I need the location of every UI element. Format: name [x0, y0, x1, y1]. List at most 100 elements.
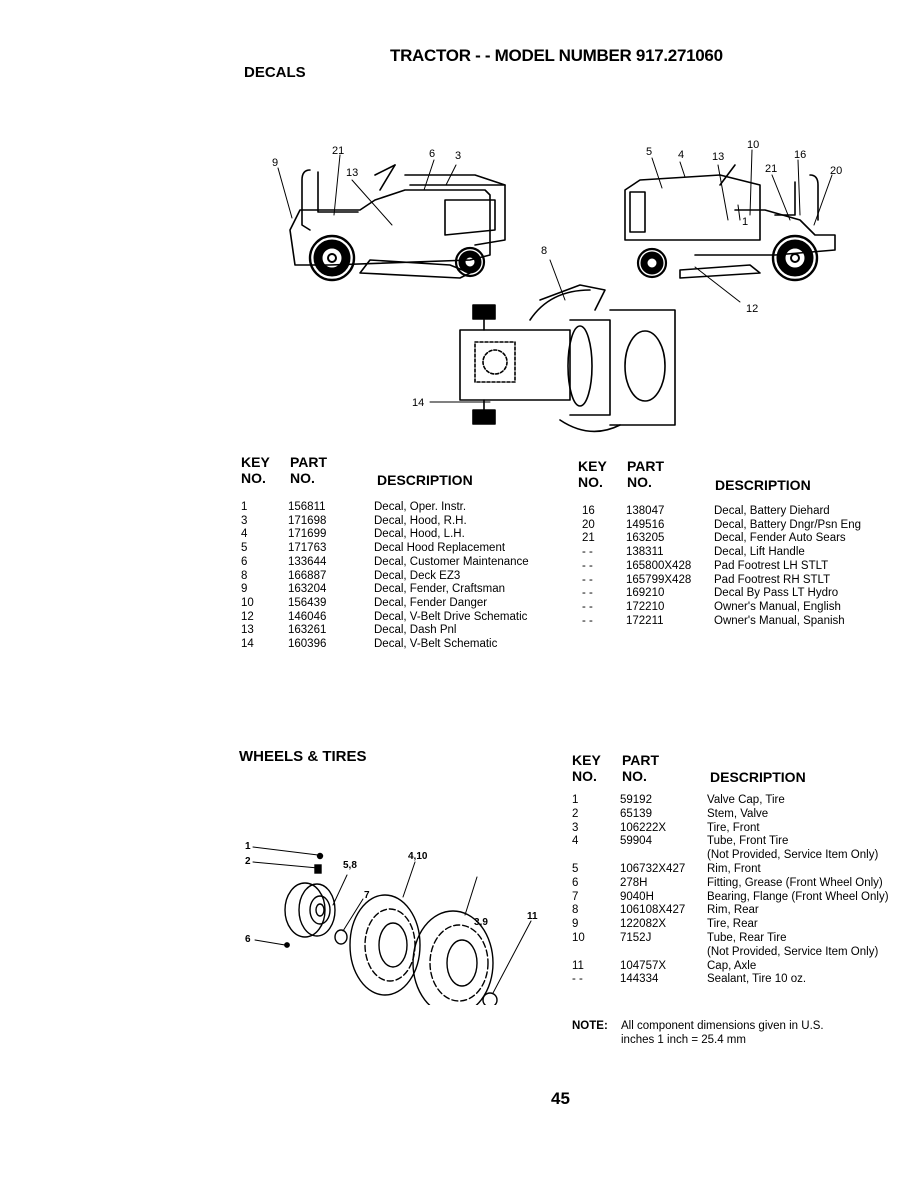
part-cell: 138047 [626, 505, 665, 517]
description-cell: Tire, Front [707, 821, 760, 834]
part-cell: 171699 [288, 528, 327, 541]
wheels-description-header: DESCRIPTION [710, 769, 806, 785]
part-cell: 144334 [620, 973, 659, 986]
description-cell: Decal, Battery Dngr/Psn Eng [714, 518, 862, 531]
part-cell: 106108X427 [620, 904, 686, 917]
description-cell: Pad Footrest RH STLT [714, 573, 831, 586]
description-cell: Decal, Fender Auto Sears [714, 532, 846, 545]
key-cell: - - [572, 973, 583, 986]
part-cell: 133644 [288, 555, 327, 568]
part-cell: 104757X [620, 959, 667, 972]
page-title: TRACTOR - - MODEL NUMBER 917.271060 [390, 46, 723, 65]
callout-14: 14 [412, 397, 424, 409]
note-line-1: All component dimensions given in U.S. [621, 1020, 824, 1032]
key-cell: 4 [241, 528, 248, 541]
key-cell: - - [582, 573, 593, 586]
description-cell: Decal, Lift Handle [714, 546, 805, 559]
part-cell: 171698 [288, 514, 327, 527]
description-cell: (Not Provided, Service Item Only) [707, 849, 879, 862]
table-row: (Not Provided, Service Item Only) [572, 946, 918, 960]
wheel-callout-1: 1 [245, 841, 251, 852]
description-cell: Tube, Front Tire [707, 835, 789, 848]
description-cell: Cap, Axle [707, 959, 757, 972]
callout-5: 5 [646, 146, 652, 158]
tractor-top-view [459, 284, 676, 433]
decals-left-key-header: KEY NO. [241, 454, 270, 486]
part-cell: 149516 [626, 518, 665, 531]
callout-20: 20 [830, 165, 842, 177]
part-cell: 163205 [626, 532, 665, 545]
description-cell: Decal By Pass LT Hydro [714, 587, 839, 600]
part-cell: 65139 [620, 807, 652, 820]
callout-8: 8 [541, 245, 547, 257]
callout-3: 3 [455, 150, 461, 162]
part-cell: 171763 [288, 542, 327, 555]
callout-10: 10 [747, 139, 759, 151]
description-cell: Stem, Valve [707, 807, 769, 820]
part-cell: 278H [620, 876, 648, 889]
decals-right-description-header: DESCRIPTION [715, 477, 811, 493]
wheels-section-title: WHEELS & TIRES [239, 748, 367, 765]
callout-6: 6 [429, 148, 435, 160]
part-cell: 172210 [626, 600, 665, 613]
description-cell: Decal, Deck EZ3 [374, 569, 461, 582]
callout-4: 4 [678, 149, 684, 161]
part-cell: 172211 [626, 614, 664, 627]
part-cell: 169210 [626, 587, 665, 600]
description-cell: Tube, Rear Tire [707, 932, 787, 944]
description-cell: Pad Footrest LH STLT [714, 559, 829, 572]
callout-21: 21 [332, 145, 344, 157]
key-cell: - - [582, 559, 593, 572]
key-cell: 16 [582, 505, 595, 517]
decals-diagram: 9 21 13 6 3 5 4 13 10 16 21 20 1 8 12 14 [272, 139, 842, 433]
wheels-key-header: KEY NO. [572, 752, 601, 784]
key-cell: 10 [241, 596, 254, 609]
part-cell: 122082X [620, 918, 667, 931]
decals-left-description-header: DESCRIPTION [377, 472, 473, 488]
callout-16: 16 [794, 149, 806, 161]
key-cell: 5 [572, 863, 579, 875]
description-cell: Decal Hood Replacement [374, 542, 506, 555]
decals-leader-lines [277, 149, 833, 403]
key-cell: 5 [241, 542, 248, 555]
description-cell: Decal, Battery Diehard [714, 505, 830, 517]
key-cell: - - [582, 600, 593, 613]
wheel-callout-7: 7 [364, 890, 370, 901]
key-cell: 21 [582, 532, 595, 545]
note-line-2: inches 1 inch = 25.4 mm [621, 1034, 746, 1046]
key-cell: 1 [572, 794, 579, 806]
key-cell: - - [582, 546, 593, 559]
wheel-callout-4-10: 4,10 [408, 851, 428, 862]
tractor-right-side-view [624, 164, 836, 282]
description-cell: Owner's Manual, Spanish [714, 614, 845, 627]
description-cell: Decal, Customer Maintenance [374, 555, 529, 568]
wheel-callout-11: 11 [527, 911, 538, 922]
key-cell: 13 [241, 624, 254, 637]
part-cell: 163204 [288, 583, 327, 596]
part-cell: 160396 [288, 638, 327, 650]
part-cell: 106222X [620, 821, 667, 834]
key-cell: 6 [241, 555, 248, 568]
description-cell: Decal, Dash Pnl [374, 624, 457, 637]
description-cell: (Not Provided, Service Item Only) [707, 945, 879, 958]
description-cell: Fitting, Grease (Front Wheel Only) [707, 876, 883, 889]
page-number: 45 [551, 1089, 570, 1108]
description-cell: Bearing, Flange (Front Wheel Only) [707, 890, 889, 903]
